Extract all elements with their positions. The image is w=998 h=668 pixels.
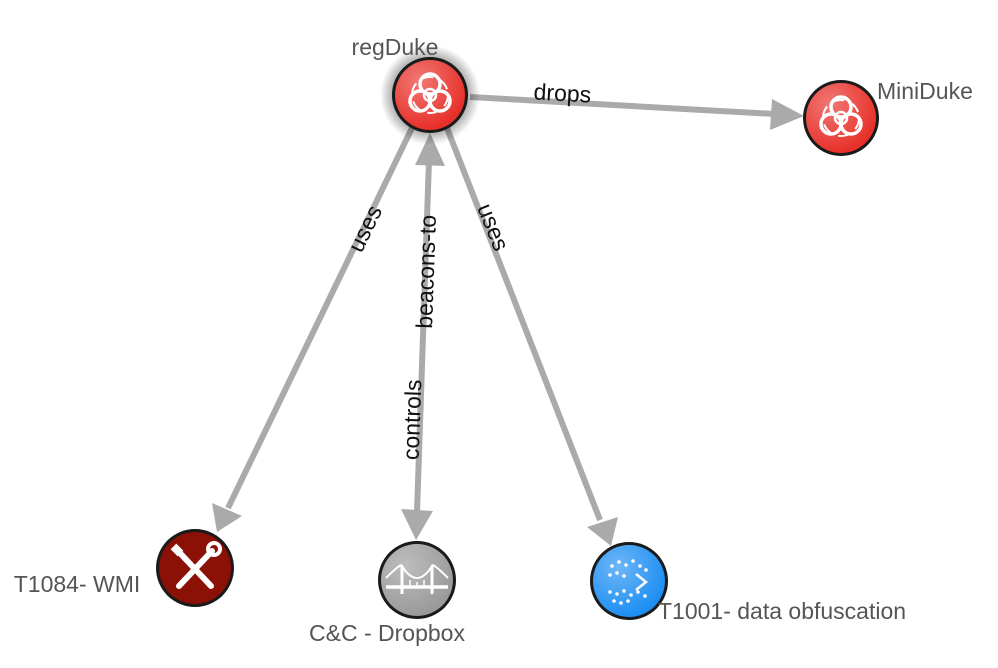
edge-uses-wmi-line[interactable] [225, 126, 415, 510]
edge-label-beacons-to: beacons-to [411, 214, 441, 329]
edge-uses-obf-line[interactable] [444, 126, 603, 522]
node-label-miniduke: MiniDuke [877, 78, 973, 104]
edge-drops-arrowhead [770, 99, 804, 130]
node-label-t1001-data-obfuscation: T1001- data obfuscation [658, 598, 906, 624]
edge-label-drops: drops [533, 78, 592, 107]
edge-label-uses-wmi: uses [342, 201, 387, 256]
node-t1001-data-obfuscation[interactable]: T1001- data obfuscation [590, 542, 906, 624]
edge-uses-obf-arrowhead [587, 517, 618, 546]
edge-drops[interactable]: drops [469, 78, 804, 130]
edge-controls-arrowhead [415, 133, 445, 166]
edge-drops-line[interactable] [469, 94, 776, 117]
nodes-layer: regDuke MiniDuke [14, 34, 973, 646]
edge-label-uses-obfuscation: uses [472, 200, 514, 255]
edge-beacons-line[interactable] [414, 159, 432, 513]
node-cc-dropbox[interactable]: C&C - Dropbox [309, 541, 465, 646]
edges-layer: drops uses beacons-to controls uses [212, 78, 804, 546]
node-shine [381, 544, 453, 616]
edge-label-controls: controls [398, 379, 427, 460]
bridge-icon [385, 564, 449, 594]
edge-beacons-arrowhead [401, 509, 433, 540]
node-shine [593, 545, 665, 617]
obfuscation-icon [608, 559, 649, 605]
edge-uses-wmi[interactable]: uses [212, 126, 415, 532]
node-label-t1084-wmi: T1084- WMI [14, 571, 141, 597]
edge-beacons-controls[interactable]: beacons-to controls [398, 133, 445, 540]
node-label-regduke: regDuke [352, 34, 439, 60]
node-regduke[interactable]: regDuke [352, 34, 480, 145]
tools-icon [170, 541, 222, 589]
edge-uses-wmi-arrowhead [212, 503, 242, 532]
edge-uses-obfuscation[interactable]: uses [444, 126, 618, 546]
node-t1084-wmi[interactable]: T1084- WMI [14, 529, 234, 607]
node-miniduke[interactable]: MiniDuke [803, 78, 973, 156]
node-label-cc-dropbox: C&C - Dropbox [309, 620, 465, 646]
biohazard-icon [408, 72, 452, 114]
biohazard-icon [819, 95, 863, 137]
